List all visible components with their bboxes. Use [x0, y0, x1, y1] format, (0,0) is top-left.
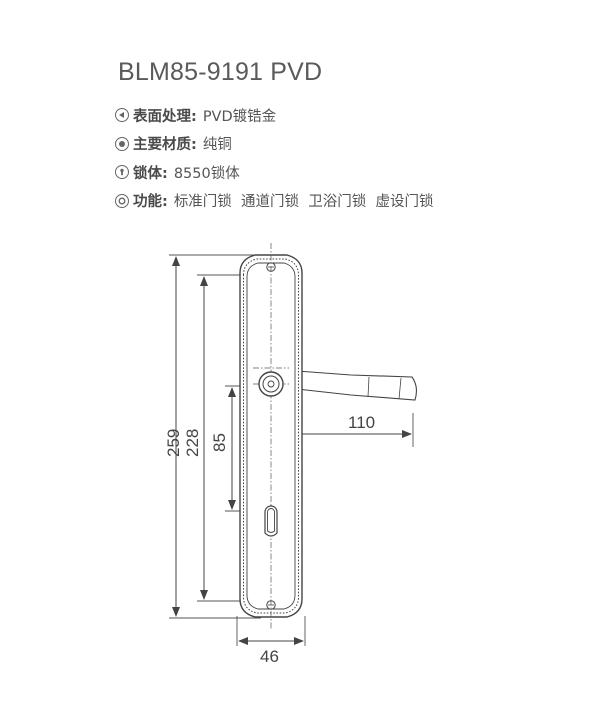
spec-value: 标准门锁 通道门锁 卫浴门锁 虚设门锁: [173, 194, 434, 211]
spec-label: 表面处理:: [133, 108, 197, 125]
spec-value: PVD镀锆金: [202, 108, 277, 125]
spec-value: 8550锁体: [173, 165, 240, 182]
overall-height-label: 259: [164, 429, 183, 457]
plate-height-label: 228: [183, 429, 202, 457]
function-icon: [115, 193, 129, 208]
plate-width-label: 46: [260, 647, 279, 666]
product-title: BLM85-9191 PVD: [118, 58, 323, 86]
spec-row-material: 主要材质: 纯铜: [115, 130, 433, 159]
lever-handle: [278, 370, 418, 401]
spec-label: 主要材质:: [133, 137, 197, 154]
extension-lines: [169, 254, 414, 646]
handle-length-label: 110: [348, 413, 375, 432]
lock-body-icon: [115, 165, 129, 180]
spec-row-lock-body: 锁体: 8550锁体: [115, 158, 433, 187]
spec-label: 功能:: [133, 194, 168, 211]
handle-rose: [258, 371, 284, 397]
spec-row-surface: 表面处理: PVD镀锆金: [115, 101, 433, 130]
material-icon: [115, 136, 129, 151]
spec-label: 锁体:: [133, 165, 168, 182]
lock-drawing: 259 228 85 110 46: [164, 243, 418, 666]
spec-list: 表面处理: PVD镀锆金 主要材质: 纯铜 锁体: 8550锁体 功能: 标准门…: [115, 101, 433, 215]
spec-row-function: 功能: 标准门锁 通道门锁 卫浴门锁 虚设门锁: [115, 187, 433, 216]
lock-dimension-diagram: 259 228 85 110 46: [119, 221, 490, 683]
spec-value: 纯铜: [202, 137, 232, 154]
surface-finish-icon: [115, 108, 129, 123]
center-distance-label: 85: [210, 433, 229, 452]
keyhole-icon: [264, 505, 278, 537]
